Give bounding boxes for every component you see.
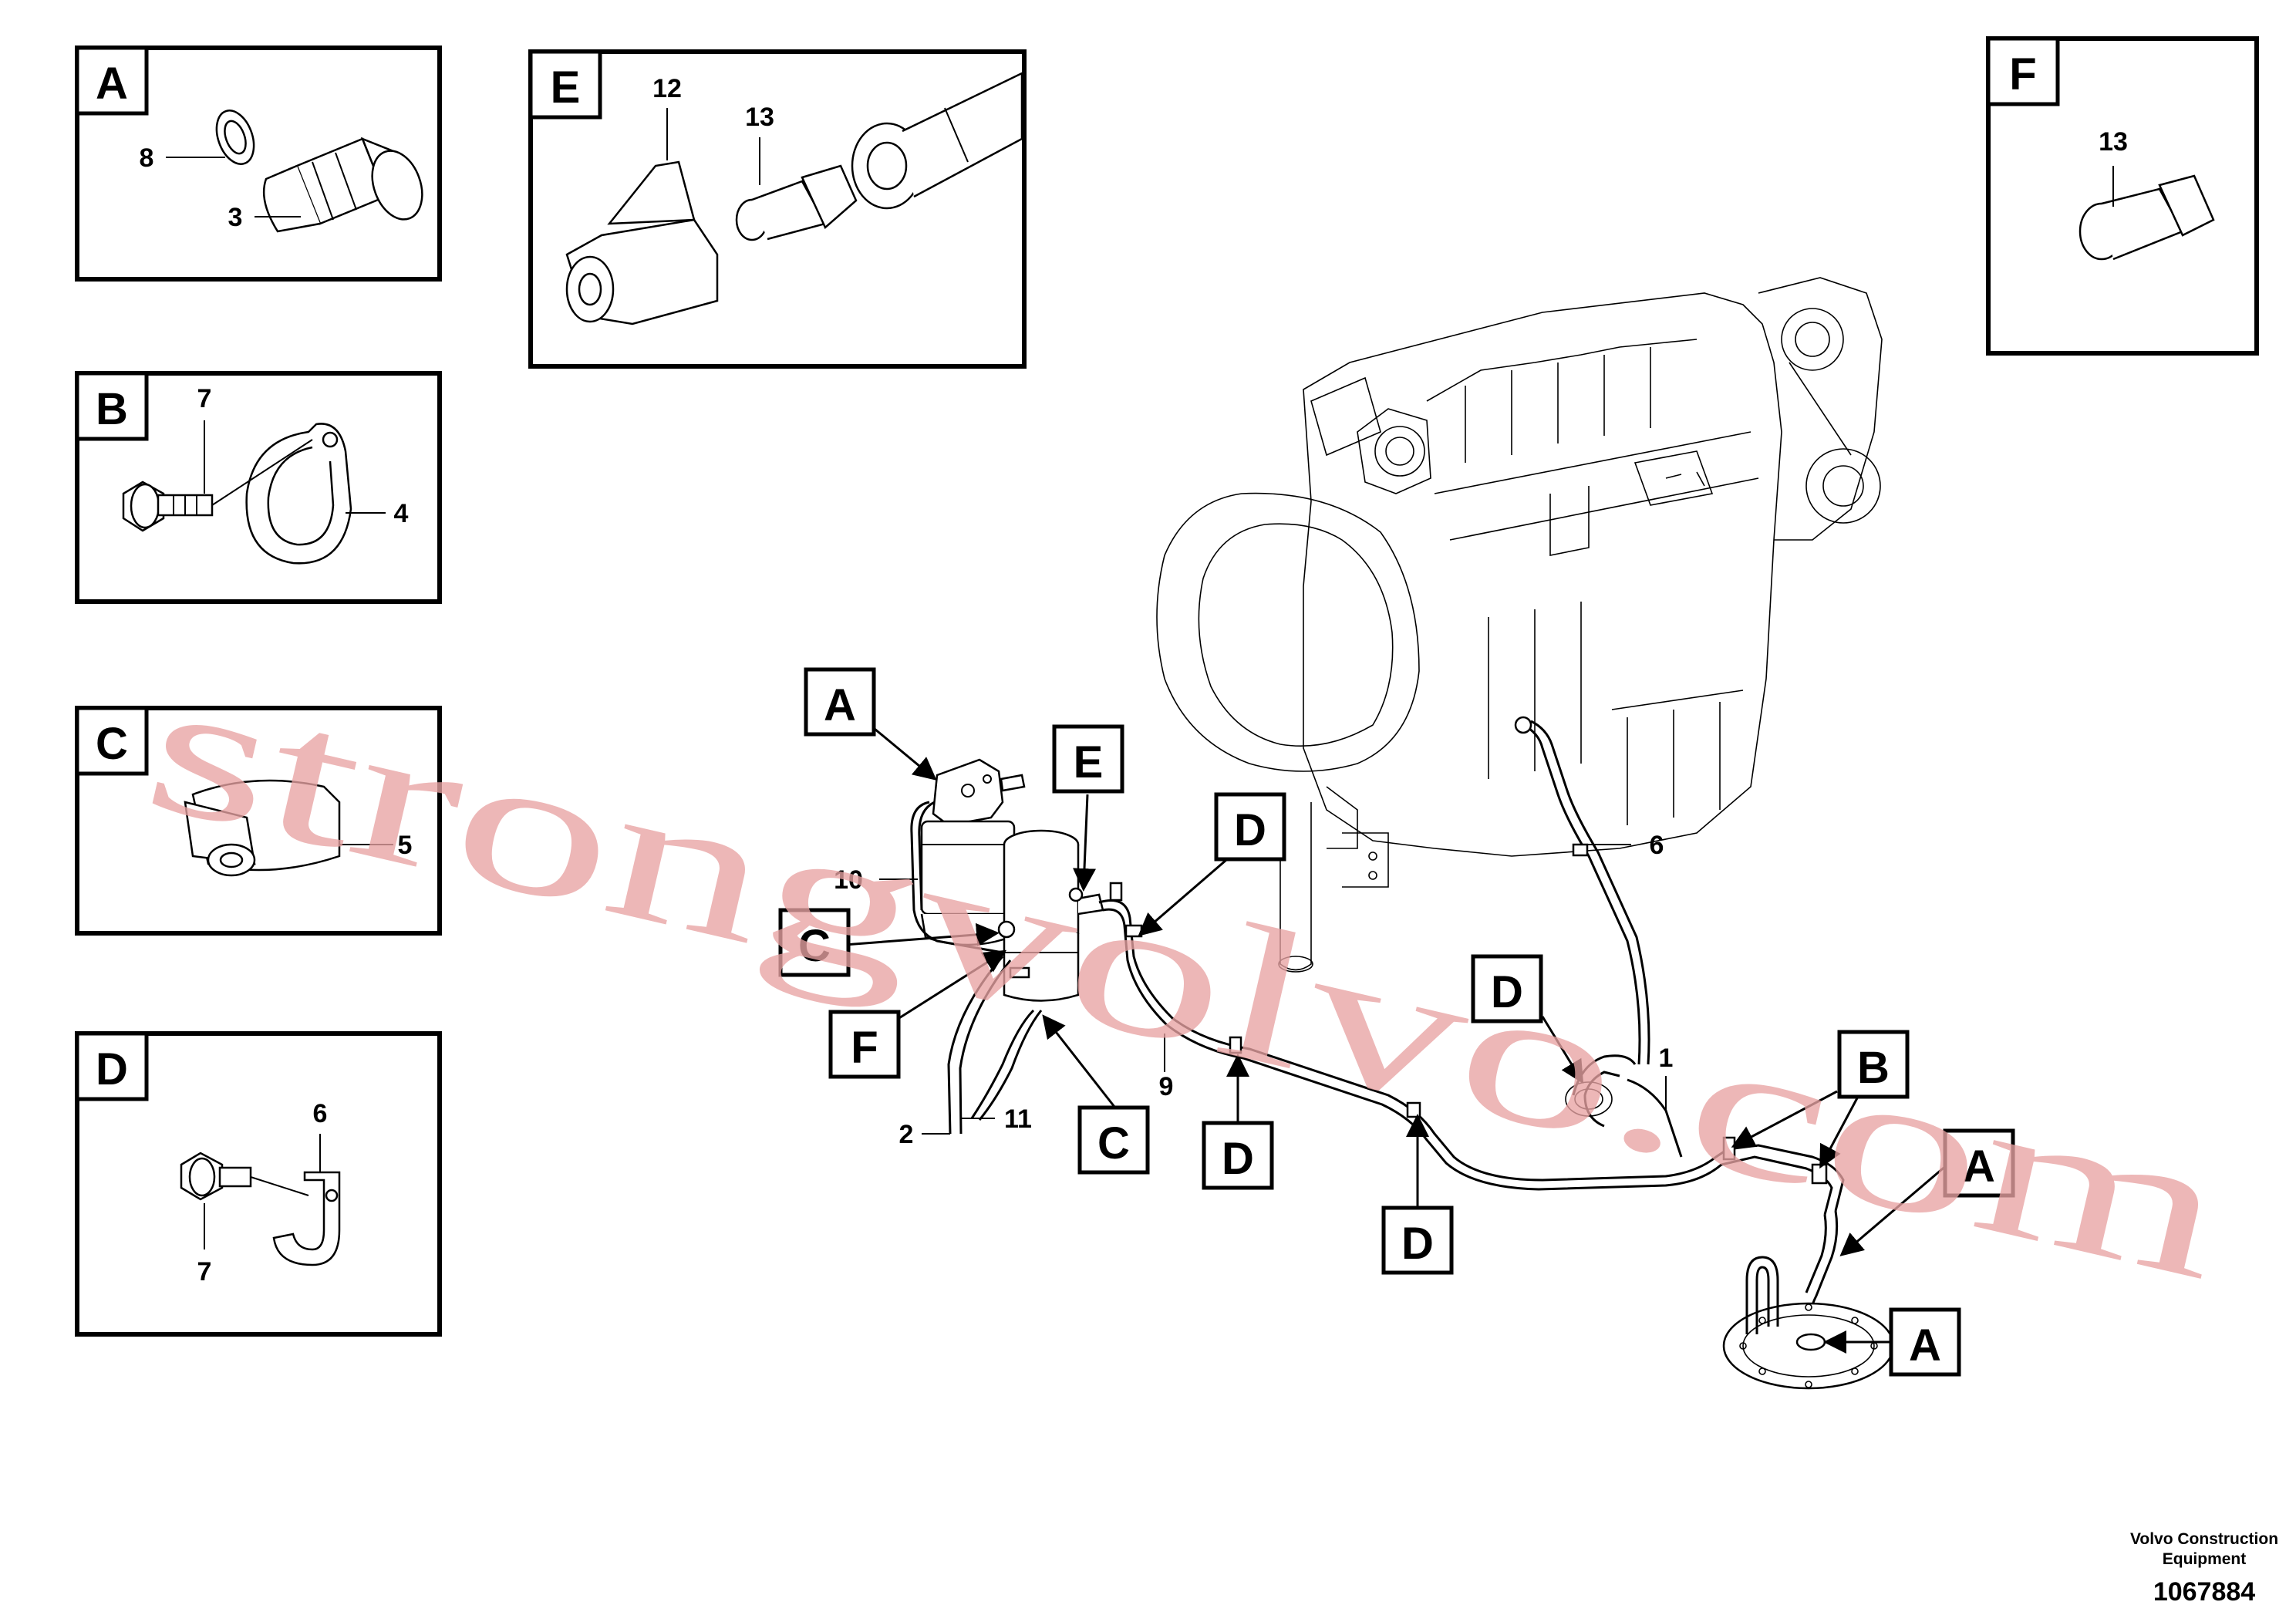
secondary-fuel-filter	[1003, 829, 1104, 1002]
engine-outline	[1156, 277, 1883, 973]
main-letter-d-1: D	[1234, 805, 1266, 855]
fitting-part	[262, 137, 423, 233]
main-letter-b: B	[1857, 1043, 1890, 1093]
clamp-part	[245, 423, 352, 565]
main-letter-e: E	[1074, 737, 1104, 787]
callout-1: 1	[1659, 1044, 1674, 1073]
detail-d-letter: D	[96, 1044, 128, 1094]
return-pipe	[1565, 1081, 1613, 1117]
main-letter-c-2: C	[1097, 1118, 1130, 1168]
main-letter-c-1: C	[798, 921, 831, 971]
main-letter-a-1: A	[824, 680, 856, 730]
callout-13e: 13	[745, 103, 774, 132]
main-number-callouts: 10 11 2 9 6 1	[834, 831, 1673, 1149]
callout-5: 5	[398, 831, 413, 860]
valve-part	[565, 160, 719, 325]
company-line-1: Volvo Construction	[2130, 1530, 2278, 1548]
callout-10: 10	[834, 865, 863, 895]
detail-d-letter-box	[75, 1031, 149, 1101]
callout-13f: 13	[2099, 127, 2128, 157]
hose-clamp-part	[184, 779, 341, 877]
fuel-hoses	[910, 720, 1845, 1327]
drawing-number: 1067884	[2153, 1577, 2255, 1607]
detail-view-d: D 6 7	[75, 1031, 442, 1337]
main-letter-d-4: D	[1491, 967, 1523, 1017]
detail-c-letter-box	[75, 706, 149, 776]
detail-c-letter: C	[96, 719, 128, 769]
footer-block: Volvo Construction Equipment 1067884	[2130, 1530, 2278, 1607]
detail-e-letter-box	[528, 49, 602, 120]
washer-part	[215, 110, 255, 165]
detail-b-letter: B	[96, 384, 128, 434]
main-letter-d-3: D	[1401, 1219, 1434, 1269]
main-letter-a-3: A	[1909, 1320, 1941, 1371]
callout-3: 3	[228, 203, 243, 232]
tank-flange	[1722, 1256, 1895, 1390]
callout-12: 12	[652, 74, 682, 103]
callout-2: 2	[899, 1120, 914, 1149]
detail-f-letter-box	[1986, 36, 2060, 106]
bolt-part	[122, 481, 214, 532]
adapter-f-part	[2079, 174, 2215, 261]
callout-9: 9	[1159, 1072, 1174, 1101]
detail-a-letter: A	[96, 59, 128, 109]
callout-7b: 7	[197, 384, 212, 413]
detail-a-letter-box	[75, 46, 149, 116]
main-letter-d-2: D	[1222, 1134, 1254, 1184]
hose-nut-part	[851, 72, 1023, 210]
callout-8: 8	[140, 143, 154, 173]
company-line-2: Equipment	[2163, 1550, 2247, 1568]
callout-6: 6	[1650, 831, 1664, 860]
detail-view-a: A 8 3	[75, 46, 442, 282]
detail-f-letter: F	[2009, 49, 2036, 99]
main-letter-callouts: A E C F D C D D D B A A	[778, 667, 2015, 1377]
bolt-axis-line	[211, 439, 313, 506]
watermark-text: strongvolvo.com	[130, 636, 2244, 1321]
callout-7d: 7	[197, 1257, 212, 1286]
callout-4: 4	[394, 499, 409, 528]
detail-view-e: E 12 13	[528, 49, 1027, 369]
callout-6d: 6	[313, 1099, 328, 1128]
detail-view-c: C 5	[75, 706, 442, 936]
detail-e-letter: E	[551, 62, 581, 113]
p-clip-part	[272, 1171, 341, 1266]
detail-view-b: B 7 4	[75, 371, 442, 604]
adapter-part	[735, 164, 858, 241]
bolt-d-axis-line	[250, 1176, 309, 1196]
flange-bolt-part	[180, 1152, 252, 1201]
main-letter-a-2: A	[1963, 1141, 1995, 1192]
detail-b-letter-box	[75, 371, 149, 441]
detail-view-f: F 13	[1986, 36, 2259, 356]
main-letter-f: F	[851, 1023, 878, 1073]
callout-11: 11	[1004, 1104, 1032, 1134]
